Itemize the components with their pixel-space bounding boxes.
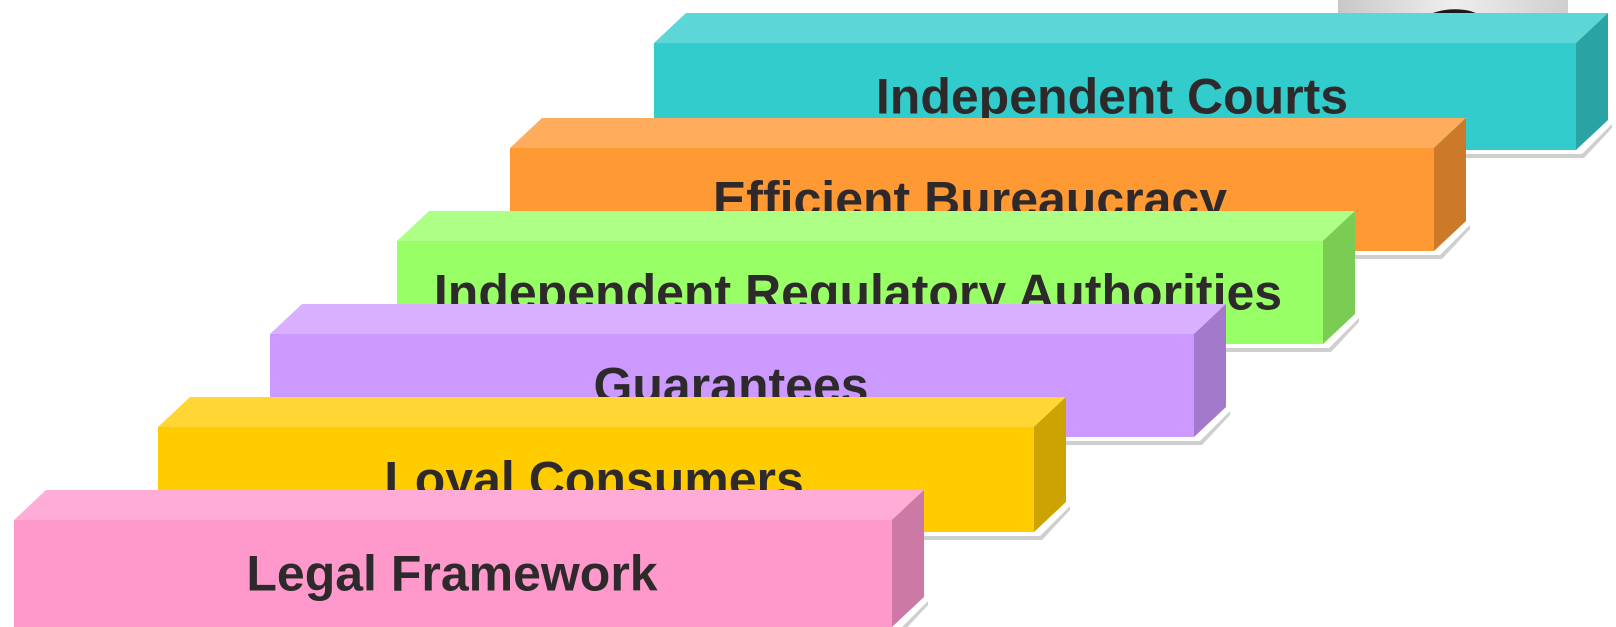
step-side-face: [1576, 13, 1608, 150]
step-top-face: [270, 304, 1226, 334]
step-label: Legal Framework: [246, 546, 657, 602]
step-1: Legal Framework: [14, 490, 928, 627]
step-side-face: [1323, 211, 1355, 344]
step-side-face: [1194, 304, 1226, 437]
step-side-face: [892, 490, 924, 627]
step-top-face: [158, 397, 1066, 427]
step-top-face: [14, 490, 924, 520]
step-shadow: [902, 601, 928, 627]
step-top-face: [510, 118, 1466, 148]
step-label: Independent Courts: [876, 69, 1348, 125]
step-top-face: [654, 13, 1608, 43]
step-front-face: [14, 520, 892, 627]
step-top-face: [397, 211, 1355, 241]
step-side-face: [1434, 118, 1466, 251]
step-side-face: [1034, 397, 1066, 532]
